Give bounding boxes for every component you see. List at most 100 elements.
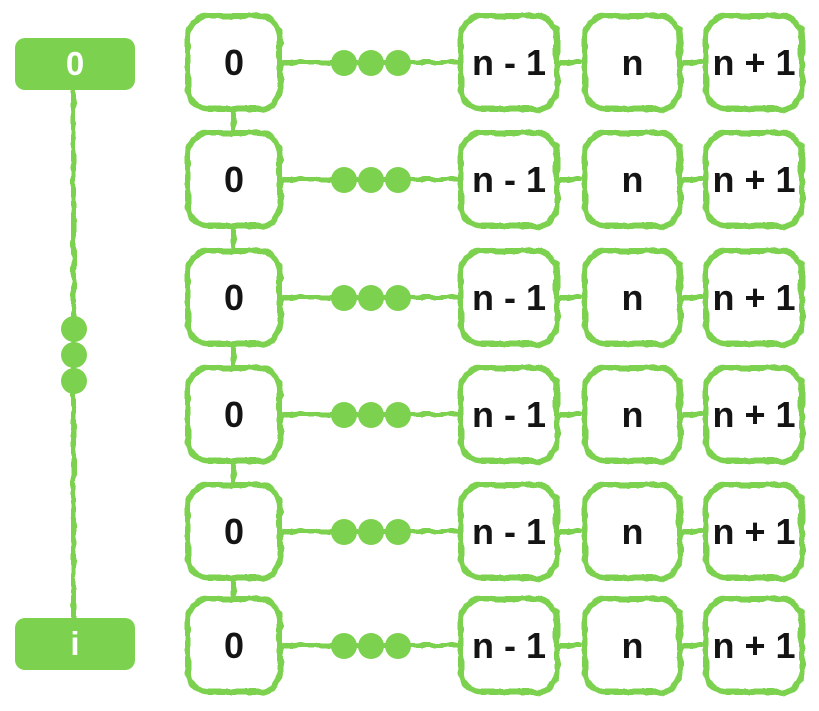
rail-top-node: 0 (15, 38, 135, 90)
grid-node: n - 1 (458, 482, 560, 581)
row-connector-line (683, 643, 703, 648)
grid-node-outline (582, 596, 683, 695)
grid-node-outline (458, 596, 560, 695)
grid-node-origin-outline (185, 130, 283, 229)
row-connector-line (683, 177, 703, 182)
column-connector-line (231, 461, 236, 485)
grid-node-label: n (621, 41, 644, 83)
horizontal-ellipsis-icon (331, 401, 357, 428)
grid-node-origin: 0 (185, 482, 283, 581)
rail-bottom-node: i (15, 618, 135, 670)
column-connector-line (231, 226, 236, 251)
row-connector-line (560, 177, 582, 182)
grid-node: n + 1 (703, 13, 805, 112)
grid-node-outline (458, 13, 560, 112)
horizontal-ellipsis-icon (385, 284, 411, 311)
grid-node-label: n - 1 (471, 393, 546, 435)
grid-node-origin: 0 (185, 13, 283, 112)
grid-node-label: n - 1 (471, 158, 546, 200)
grid-node-outline (703, 482, 805, 581)
horizontal-ellipsis-icon (358, 166, 384, 193)
grid-node-origin-outline (185, 365, 283, 464)
grid-node-origin-outline (185, 248, 283, 347)
grid-node-outline (458, 248, 560, 347)
grid-node-outline (703, 365, 805, 464)
grid-node-label: n (621, 510, 644, 552)
grid-node-label: n - 1 (471, 41, 546, 83)
grid-node-label: n (621, 276, 644, 318)
grid-node-outline (582, 130, 683, 229)
grid-node-label: n + 1 (712, 393, 796, 435)
row-connector-line (683, 60, 703, 65)
grid-node: n (582, 365, 683, 464)
rail-bottom-node-label: i (70, 625, 80, 662)
grid-node: n + 1 (703, 248, 805, 347)
row-connector-line (683, 295, 703, 300)
grid-node-origin-outline (185, 13, 283, 112)
vertical-ellipsis-icon (61, 342, 87, 368)
grid-node-origin-label: 0 (223, 158, 245, 200)
grid-node-label: n + 1 (712, 510, 796, 552)
horizontal-ellipsis-icon (358, 284, 384, 311)
grid-node-label: n + 1 (712, 624, 796, 666)
horizontal-ellipsis-icon (331, 632, 357, 659)
grid-node: n + 1 (703, 596, 805, 695)
grid-node-label: n + 1 (712, 276, 796, 318)
grid-node: n (582, 130, 683, 229)
row-connector-line (560, 529, 582, 534)
grid-node-label: n + 1 (712, 41, 796, 83)
grid-node-outline (703, 130, 805, 229)
grid-node: n (582, 482, 683, 581)
column-connector-line (231, 578, 236, 599)
horizontal-ellipsis-icon (385, 49, 411, 76)
column-connector-line (231, 109, 236, 133)
grid-node-origin-label: 0 (223, 393, 245, 435)
horizontal-ellipsis-icon (358, 518, 384, 545)
grid-node-origin-label: 0 (223, 624, 245, 666)
grid-node: n - 1 (458, 596, 560, 695)
column-connector-line (231, 344, 236, 368)
grid-node-outline (582, 248, 683, 347)
grid-node-outline (582, 482, 683, 581)
grid-node: n + 1 (703, 365, 805, 464)
grid-node: n - 1 (458, 248, 560, 347)
grid-node: n - 1 (458, 13, 560, 112)
grid-node: n - 1 (458, 130, 560, 229)
horizontal-ellipsis-icon (331, 518, 357, 545)
grid-node: n + 1 (703, 482, 805, 581)
row-connector-line (560, 412, 582, 417)
grid-node-origin-label: 0 (223, 276, 245, 318)
grid-node-outline (703, 13, 805, 112)
grid-node-origin-outline (185, 596, 283, 695)
grid-node: n (582, 596, 683, 695)
grid-node-label: n (621, 393, 644, 435)
grid-node-origin: 0 (185, 365, 283, 464)
grid-node-outline (458, 365, 560, 464)
vertical-ellipsis-icon (61, 316, 87, 342)
grid-node-outline (458, 130, 560, 229)
grid-node-origin: 0 (185, 130, 283, 229)
horizontal-ellipsis-icon (358, 49, 384, 76)
grid-node: n (582, 13, 683, 112)
grid-node: n + 1 (703, 130, 805, 229)
horizontal-ellipsis-icon (385, 401, 411, 428)
grid-node-origin: 0 (185, 596, 283, 695)
grid-node-origin-outline (185, 482, 283, 581)
horizontal-ellipsis-icon (385, 632, 411, 659)
row-connector-line (683, 412, 703, 417)
grid-node-outline (703, 248, 805, 347)
row-connector-line (560, 295, 582, 300)
grid-node-label: n + 1 (712, 158, 796, 200)
horizontal-ellipsis-icon (331, 166, 357, 193)
row-connector-line (560, 60, 582, 65)
horizontal-ellipsis-icon (385, 166, 411, 193)
grid-node-outline (582, 365, 683, 464)
horizontal-ellipsis-icon (385, 518, 411, 545)
grid-node-origin-label: 0 (223, 510, 245, 552)
grid-node-origin-label: 0 (223, 41, 245, 83)
vertical-ellipsis-icon (61, 368, 87, 394)
horizontal-ellipsis-icon (331, 284, 357, 311)
grid-node-outline (458, 482, 560, 581)
grid-node-label: n - 1 (471, 624, 546, 666)
